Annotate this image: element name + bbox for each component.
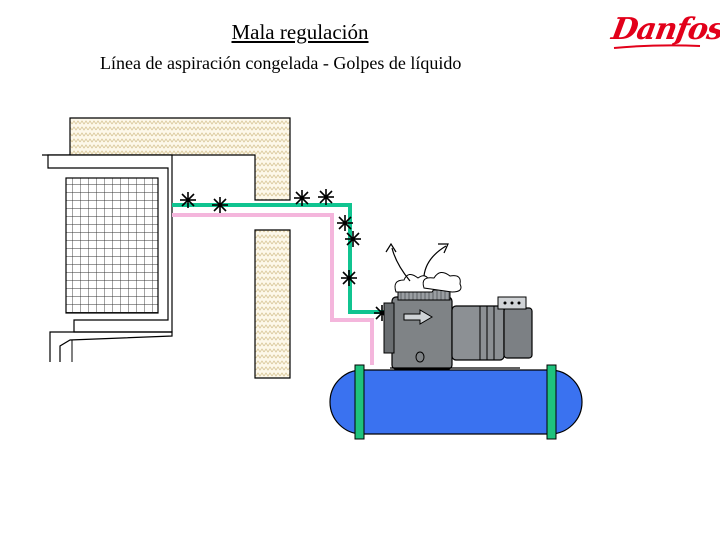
drain-tray bbox=[49, 331, 173, 362]
receiver-band-left bbox=[354, 364, 365, 440]
flow-arrow-icon bbox=[403, 309, 433, 325]
liquid-receiver bbox=[329, 364, 583, 440]
slide-subtitle: Línea de aspiración congelada - Golpes d… bbox=[100, 53, 462, 73]
slide-title: Mala regulación bbox=[231, 20, 369, 44]
evaporator-coil bbox=[65, 177, 159, 314]
compressor-unit bbox=[383, 289, 533, 370]
evaporator-unit bbox=[47, 154, 173, 362]
cold-room-wall bbox=[42, 117, 291, 379]
logo-swoosh-icon bbox=[613, 44, 701, 49]
suction-line bbox=[172, 203, 392, 314]
motor bbox=[451, 305, 505, 361]
compressor-body bbox=[391, 296, 453, 370]
steam-cloud-icon bbox=[385, 242, 462, 293]
liquid-line bbox=[172, 213, 374, 365]
receiver-band-right bbox=[546, 364, 557, 440]
